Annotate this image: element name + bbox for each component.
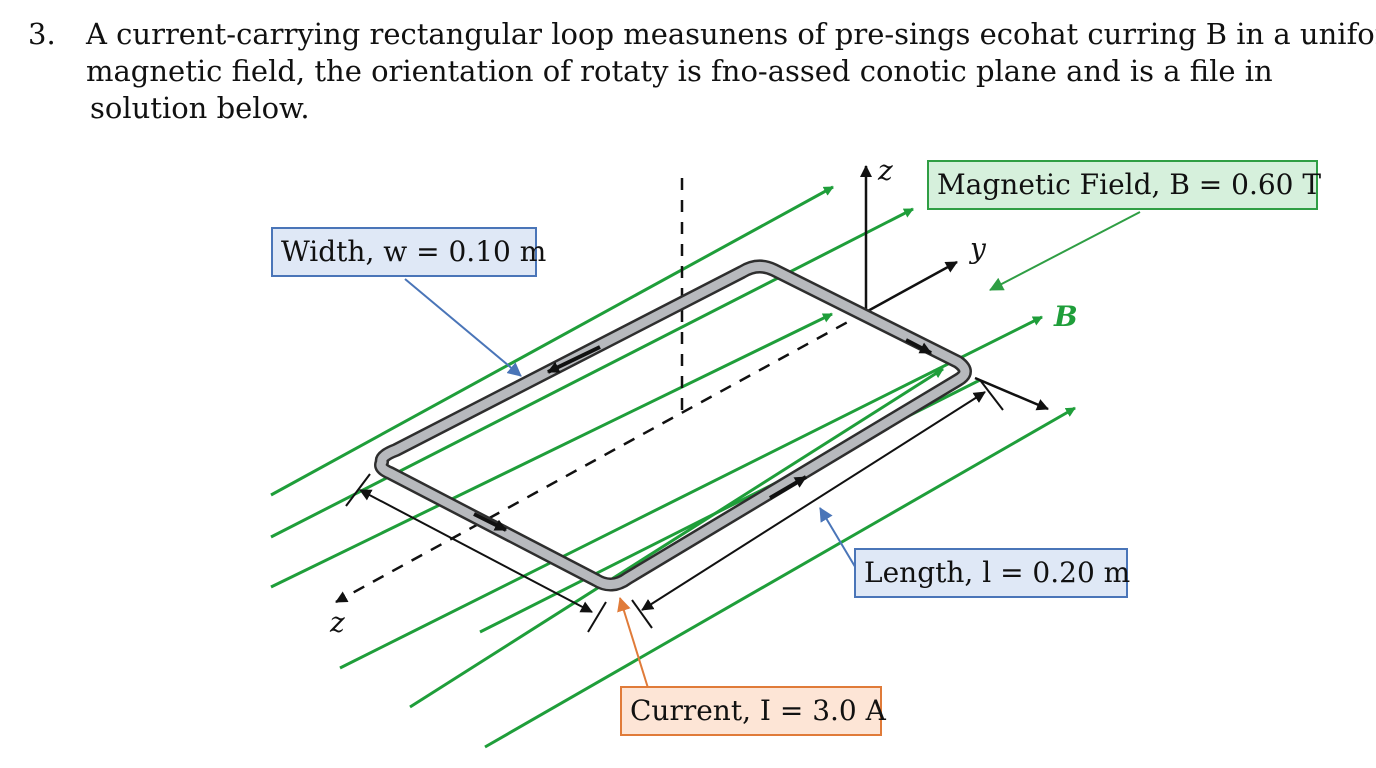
width-label: Width, w = 0.10 m <box>271 227 546 277</box>
problem-number: 3. <box>28 17 56 51</box>
field-callout-line <box>989 211 1141 291</box>
length-tick-right <box>979 379 1004 411</box>
y-axis <box>865 260 958 314</box>
problem-text-line-2: magnetic field, the orientation of rotat… <box>86 54 1273 88</box>
b-field-label: B <box>1053 300 1078 333</box>
loop-tube <box>376 262 970 589</box>
x-axis-right <box>974 376 1049 411</box>
length-label: Length, l = 0.20 m <box>854 548 1130 598</box>
current-callout-line <box>617 597 649 689</box>
current-arrow-right <box>905 338 932 355</box>
y-axis-label: y <box>968 232 987 265</box>
length-callout-line <box>819 507 858 571</box>
axes <box>335 165 1049 604</box>
field-line <box>409 367 944 709</box>
z-axis-bottom-label: z <box>329 606 345 639</box>
current-loop <box>374 259 972 592</box>
length-dimension <box>641 391 986 611</box>
magnetic-field-label: Magnetic Field, B = 0.60 T <box>927 160 1321 210</box>
dimension-lines <box>345 379 1004 633</box>
current-arrow-top <box>547 345 601 374</box>
field-line <box>339 315 1043 670</box>
width-callout-line <box>404 278 522 377</box>
z-axis-top-label: z <box>877 154 893 187</box>
width-tick-left <box>345 473 371 507</box>
current-label: Current, I = 3.0 A <box>620 686 886 736</box>
problem-text-line-3: solution below. <box>90 91 310 125</box>
field-line <box>270 185 834 497</box>
width-dimension <box>359 489 593 613</box>
problem-text-line-1: A current-carrying rectangular loop meas… <box>86 17 1376 51</box>
z-axis-down <box>335 310 867 604</box>
length-tick-left <box>631 599 653 629</box>
field-line <box>270 207 914 539</box>
width-tick-right <box>587 601 607 633</box>
